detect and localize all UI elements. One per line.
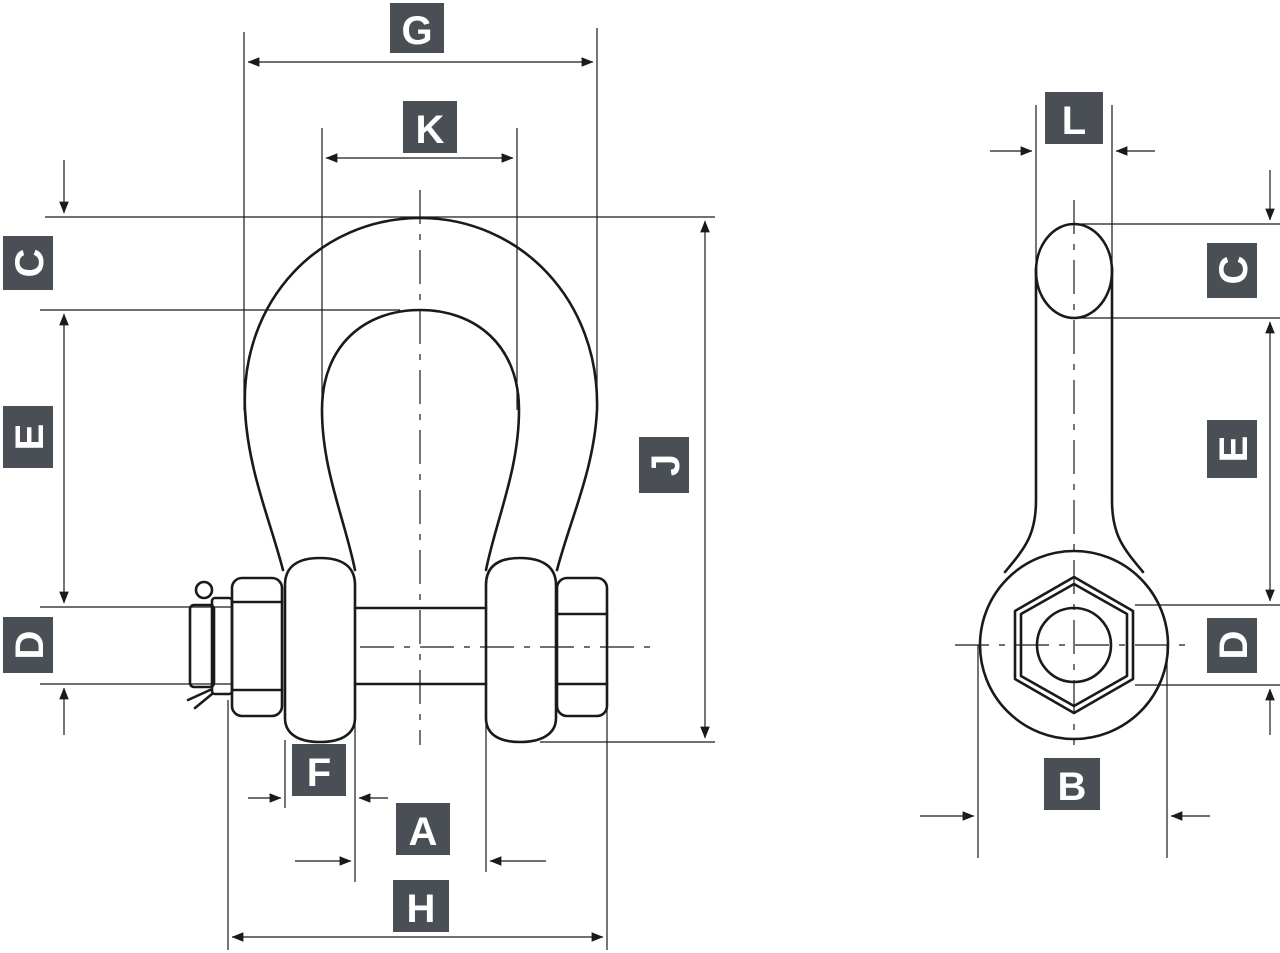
- label-C: C: [3, 236, 53, 290]
- svg-text:G: G: [401, 9, 432, 53]
- front-view: [40, 28, 715, 950]
- label-J: J: [639, 437, 689, 493]
- label-G: G: [390, 3, 444, 53]
- svg-text:D: D: [1212, 631, 1256, 660]
- svg-text:F: F: [307, 751, 331, 795]
- svg-text:E: E: [1212, 436, 1256, 463]
- svg-text:H: H: [407, 887, 436, 931]
- svg-text:B: B: [1058, 765, 1087, 809]
- svg-text:K: K: [416, 108, 445, 152]
- side-view: [920, 105, 1280, 858]
- label-A: A: [396, 803, 450, 855]
- label-B: B: [1044, 758, 1100, 810]
- svg-text:D: D: [8, 631, 52, 660]
- svg-text:C: C: [8, 249, 52, 278]
- label-D: D: [3, 617, 53, 673]
- label-H: H: [393, 880, 449, 932]
- svg-text:J: J: [644, 454, 688, 476]
- label-F: F: [292, 744, 346, 796]
- label-D-side: D: [1207, 618, 1257, 673]
- cotter-pin: [188, 603, 216, 689]
- label-E: E: [3, 406, 53, 468]
- bow-outer: [243, 216, 599, 572]
- svg-text:A: A: [409, 810, 438, 854]
- left-nut: [230, 576, 284, 718]
- left-eye: [283, 556, 357, 744]
- svg-text:E: E: [8, 424, 52, 451]
- right-eye: [484, 556, 558, 744]
- label-L: L: [1045, 92, 1103, 144]
- svg-text:C: C: [1212, 256, 1256, 285]
- label-K: K: [403, 101, 457, 153]
- label-E-side: E: [1207, 420, 1257, 478]
- svg-text:L: L: [1062, 99, 1086, 143]
- label-C-side: C: [1207, 243, 1257, 298]
